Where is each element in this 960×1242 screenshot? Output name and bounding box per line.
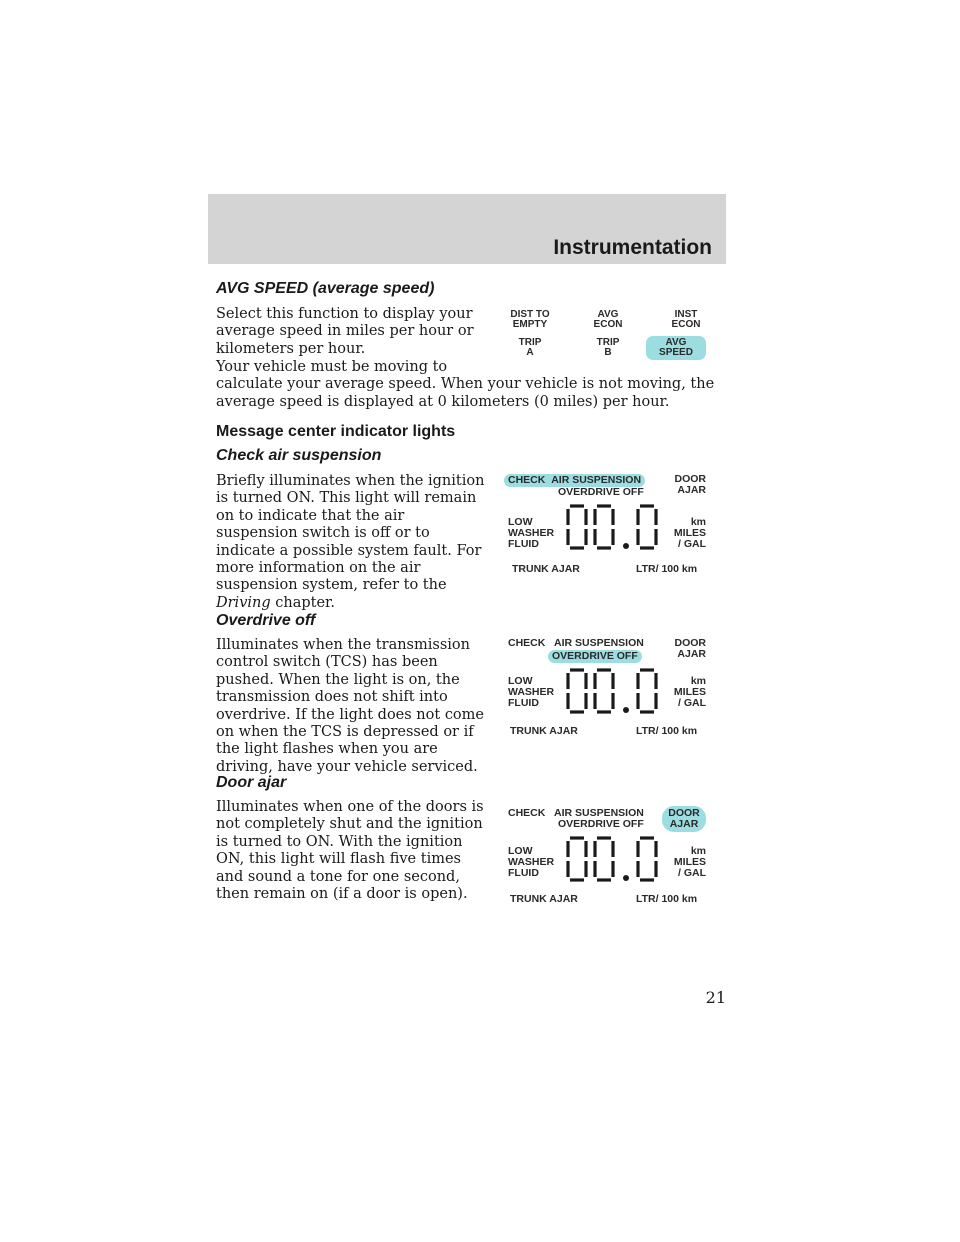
text-line: calculate your average speed. When your … (216, 376, 715, 393)
overdrive-off-indicator: OVERDRIVE OFF (558, 818, 644, 830)
lcd-digits-graphic (566, 836, 658, 882)
text-line: suspension switch is off or to (216, 525, 430, 542)
check-label: CHECK (508, 474, 546, 486)
text-line: is turned ON. This light will remain (216, 490, 477, 507)
lcd-digits-display (566, 668, 670, 714)
lcd-digits-graphic (566, 668, 658, 714)
avg-speed-paragraph-2: Your vehicle must be moving to calculate… (216, 359, 714, 411)
text-line: overdrive. If the light does not come (216, 706, 484, 723)
lcd-decimal-point (623, 707, 629, 713)
inst-econ-label: INST ECON (671, 309, 701, 330)
text-line: not completely shut and the ignition (216, 816, 483, 833)
ltr-per-100km-indicator: LTR/ 100 km (636, 725, 698, 737)
trunk-ajar-indicator: TRUNK AJAR (510, 893, 578, 905)
units-indicator: km MILES / GAL (673, 675, 706, 709)
text-line: control switch (TCS) has been (216, 654, 438, 671)
text-fragment: chapter. (275, 594, 336, 611)
overdrive-off-indicator: OVERDRIVE OFF (558, 486, 644, 498)
text-line: on to indicate that the air (216, 507, 405, 524)
message-center-panel-overdrive-off: CHECK AIR SUSPENSION OVERDRIVE OFF DOOR … (498, 638, 718, 743)
trip-b-label: TRIP B (596, 337, 620, 358)
text-line: kilometers per hour. (216, 340, 366, 357)
avg-speed-heading: AVG SPEED (average speed) (216, 280, 435, 297)
low-washer-fluid-indicator: LOW WASHER FLUID (508, 845, 555, 879)
check-indicator: CHECK (508, 807, 546, 819)
lcd-decimal-point (623, 875, 629, 881)
check-air-suspension-heading: Check air suspension (216, 447, 382, 464)
lcd-digits-display (566, 504, 670, 550)
ltr-per-100km-indicator: LTR/ 100 km (636, 563, 698, 575)
message-center-heading: Message center indicator lights (216, 423, 456, 440)
text-line: average speed in miles per hour or (216, 323, 474, 340)
units-indicator: km MILES / GAL (673, 516, 706, 550)
text-line: the light flashes when you are (216, 741, 438, 758)
lcd-decimal-point (623, 543, 629, 549)
text-line: is turned to ON. With the ignition (216, 833, 463, 850)
text-line: pushed. When the light is on, the (216, 671, 460, 688)
low-washer-fluid-indicator: LOW WASHER FLUID (508, 516, 555, 550)
message-center-panel-door-ajar: CHECK AIR SUSPENSION OVERDRIVE OFF DOOR … (498, 806, 718, 911)
indicator-check-air-suspension-highlighted: CHECK AIR SUSPENSION (504, 474, 646, 487)
air-suspension-indicator: AIR SUSPENSION (554, 807, 644, 819)
lcd-digits-display (566, 836, 670, 882)
text-line: ON, this light will flash five times (216, 851, 461, 868)
avg-econ-label: AVG ECON (593, 309, 623, 330)
ltr-per-100km-indicator: LTR/ 100 km (636, 893, 698, 905)
text-line: Your vehicle must be moving to (216, 359, 448, 375)
section-title: Instrumentation (553, 236, 712, 259)
text-line: suspension system, refer to the (216, 577, 447, 594)
trunk-ajar-indicator: TRUNK AJAR (512, 563, 580, 575)
trip-a-label: TRIP A (518, 337, 542, 358)
text-line: then remain on (if a door is open). (216, 886, 468, 903)
text-line: Select this function to display your (216, 306, 473, 322)
door-ajar-indicator: DOOR AJAR (674, 637, 707, 660)
message-center-panel-check-air: CHECK AIR SUSPENSION OVERDRIVE OFF DOOR … (498, 474, 718, 579)
page-number: 21 (705, 988, 726, 1007)
dist-to-empty-label: DIST TO EMPTY (510, 309, 550, 330)
header-band: Instrumentation (208, 194, 726, 264)
low-washer-fluid-indicator: LOW WASHER FLUID (508, 675, 555, 709)
text-line: Driving chapter. (216, 595, 484, 612)
text-line: Briefly illuminates when the ignition (216, 473, 485, 489)
text-line: more information on the air (216, 560, 421, 577)
trunk-ajar-indicator: TRUNK AJAR (510, 725, 578, 737)
door-ajar-indicator-highlighted: DOOR AJAR (662, 806, 706, 832)
avg-speed-paragraph-1: Select this function to display your ave… (216, 306, 474, 358)
overdrive-off-indicator-highlighted: OVERDRIVE OFF (548, 650, 642, 663)
text-line: on when the TCS is depressed or if (216, 724, 474, 741)
air-suspension-label: AIR SUSPENSION (551, 474, 642, 486)
text-line: transmission does not shift into (216, 689, 448, 706)
overdrive-off-paragraph: Illuminates when the transmission contro… (216, 637, 484, 776)
lcd-digits-graphic (566, 504, 658, 550)
text-line: Illuminates when the transmission (216, 637, 470, 653)
check-indicator: CHECK (508, 637, 546, 649)
text-line: and sound a tone for one second, (216, 868, 460, 885)
door-ajar-paragraph: Illuminates when one of the doors is not… (216, 799, 484, 903)
air-suspension-indicator: AIR SUSPENSION (554, 637, 644, 649)
trip-selector-diagram: DIST TO EMPTY AVG ECON INST ECON TRIP A … (498, 310, 718, 370)
check-air-suspension-paragraph: Briefly illuminates when the ignition is… (216, 473, 484, 612)
door-ajar-heading: Door ajar (216, 774, 287, 791)
door-ajar-indicator: DOOR AJAR (674, 473, 707, 496)
units-indicator: km MILES / GAL (673, 845, 706, 879)
text-line: indicate a possible system fault. For (216, 542, 482, 559)
text-line: average speed is displayed at 0 kilomete… (216, 393, 670, 410)
text-line: driving, have your vehicle serviced. (216, 758, 478, 775)
text-line: Illuminates when one of the doors is (216, 799, 484, 815)
chapter-reference: Driving (216, 594, 271, 611)
overdrive-off-heading: Overdrive off (216, 612, 316, 629)
avg-speed-label-highlighted: AVG SPEED (646, 336, 706, 360)
